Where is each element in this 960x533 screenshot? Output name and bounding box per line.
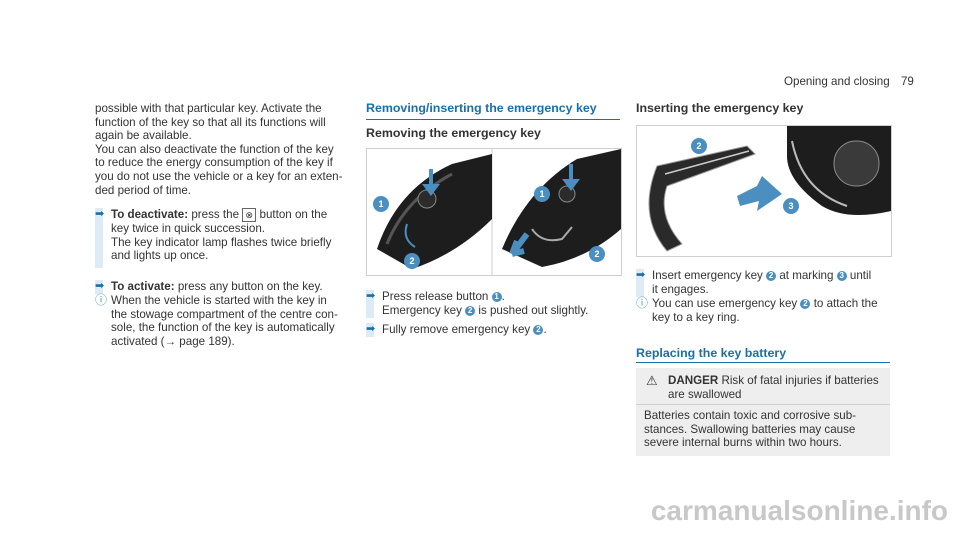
text-line: The key indicator lamp flashes twice bri… [111,235,332,249]
text-span: press any button on the key. [177,280,323,293]
text-line: You can also deactivate the function of … [95,142,334,156]
text-span: Risk of fatal injuries if batteries [721,374,879,387]
text-span: Emergency key [382,303,462,317]
text-line: activated (→ page 189). [111,334,235,348]
danger-header: ⚠ DANGER Risk of fatal injuries if batte… [636,368,890,405]
text-span: at marking [779,269,834,282]
text-span: press the [191,208,240,221]
text-span: Fully remove emergency key [382,323,531,336]
page-number: 79 [900,75,914,88]
text-line: When the vehicle is started with the key… [111,294,327,307]
subtitle-inserting: Inserting the emergency key [636,101,804,115]
col1-intro: possible with that particular key. Activ… [95,102,345,197]
warning-triangle-icon: ⚠ [646,373,658,388]
callout-badge: 2 [766,271,777,281]
divider [366,119,620,120]
text-line: and lights up once. [111,249,209,263]
callout-badge: 2 [800,299,811,309]
callout-badge: 2 [533,325,544,335]
step-arrow-icon: ➡ [95,208,105,220]
text-line: key to a key ring. [652,310,740,324]
text-line: severe internal burns within two hours. [644,436,842,450]
insert-note: ⓘ You can use emergency key 2 to attach … [636,296,896,324]
section-name: Opening and closing [784,75,890,88]
figure-insert-illustration: 2 3 [648,126,891,252]
text-line: stances. Swallowing batteries may cause [644,422,856,436]
text-line: function of the key so that all its func… [95,115,326,129]
text-span: . [501,290,505,303]
step-arrow-icon: ➡ [366,290,376,302]
remove-step-2: ➡ Fully remove emergency key 2. [366,323,620,337]
subtitle-removing: Removing the emergency key [366,126,541,140]
text-line: it engages. [652,282,709,296]
step-bar [95,208,103,268]
section-title-remove-insert: Removing/inserting the emergency key [366,101,597,115]
remove-step-1: ➡ Press release button 1. Emergency key … [366,290,620,317]
callout-2: 2 [696,141,701,151]
section-title-battery: Replacing the key battery [636,346,787,360]
text-line: ded period of time. [95,183,192,197]
figure-remove-illustration: 1 2 1 2 [373,149,621,275]
callout-3: 3 [788,201,793,211]
text-line: sole, the function of the key is automat… [111,321,335,335]
text-line: you do not use the vehicle or a key for … [95,169,343,183]
watermark: carmanualsonline.info [650,495,948,526]
text-span: to attach the [813,297,878,310]
callout-badge: 2 [465,305,476,316]
callout-2: 2 [594,249,599,259]
text-line: to reduce the energy consumption of the … [95,156,333,170]
info-icon: ⓘ [95,293,108,307]
text-span: until [849,269,872,282]
running-header: Opening and closing 79 [784,75,914,89]
text-span: Press release button [382,290,489,303]
text-span: Insert emergency key [652,269,763,282]
danger-box: ⚠ DANGER Risk of fatal injuries if batte… [636,368,890,456]
danger-body: Batteries contain toxic and corrosive su… [636,405,890,454]
figure-remove-key: 1 2 1 2 [366,148,622,276]
step-bar [366,323,374,337]
button-symbol-icon: ⊗ [242,208,257,222]
callout-badge: 1 [491,292,502,302]
text-line: Batteries contain toxic and corrosive su… [644,409,857,422]
step-arrow-icon: ➡ [95,280,105,292]
callout-2: 2 [409,256,414,266]
step-bar [95,280,103,294]
text-line: key twice in quick succession. [111,222,266,235]
step-arrow-icon: ➡ [636,269,646,281]
text-span: . [543,323,547,336]
note-block: ⓘ When the vehicle is started with the k… [95,293,355,348]
text-line: again be available. [95,129,192,143]
deactivate-step: ➡ To deactivate: press the ⊗ button on t… [95,208,355,263]
text-line: are swallowed [668,387,742,401]
activate-step: ➡ To activate: press any button on the k… [95,280,355,294]
callout-1: 1 [378,199,383,209]
danger-label: DANGER [668,374,719,387]
text-line: possible with that particular key. Activ… [95,102,322,115]
divider [636,362,890,363]
text-span: is pushed out slightly. [478,303,589,317]
activate-label: To activate: [111,280,175,293]
callout-badge: 3 [836,271,847,281]
figure-insert-key: 2 3 [636,125,892,257]
step-bar [636,269,644,297]
text-span: button on the [259,208,328,221]
text-line: the stowage compartment of the centre co… [111,307,338,321]
insert-step: ➡ Insert emergency key 2 at marking 3 un… [636,269,896,296]
step-bar [366,290,374,318]
info-icon: ⓘ [636,296,649,310]
callout-1: 1 [539,189,544,199]
step-arrow-icon: ➡ [366,323,376,335]
deactivate-label: To deactivate: [111,208,189,221]
text-span: You can use emergency key [652,297,798,310]
